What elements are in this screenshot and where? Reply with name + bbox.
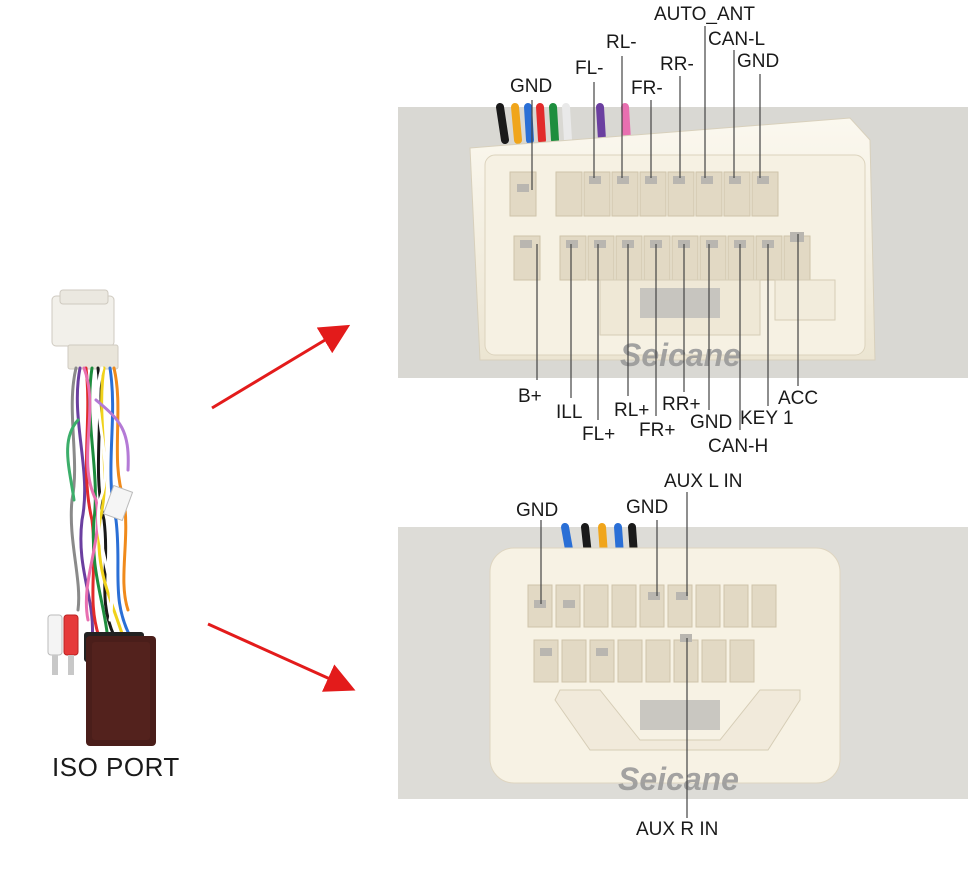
pin-label-top-7: GND bbox=[737, 51, 779, 72]
pin-label-top-5: AUTO_ANT bbox=[654, 4, 755, 25]
pin-label-top-4: RR- bbox=[660, 54, 694, 75]
pin-label-bottom-2: FL+ bbox=[582, 424, 615, 445]
bottom-connector-leader-lines bbox=[540, 492, 688, 818]
pin-label-bottom-5: RR+ bbox=[662, 394, 701, 415]
arrow-to-bottom-connector bbox=[207, 622, 356, 692]
aux-pin-label-top-2: AUX L IN bbox=[664, 471, 743, 492]
bottom-connector-labels: GND GND AUX L IN AUX R IN bbox=[516, 471, 743, 840]
seicane-watermark: Seicane bbox=[618, 761, 739, 797]
iso-port-label: ISO PORT bbox=[52, 752, 180, 782]
20-pin-connector-photo: Seicane bbox=[398, 103, 968, 378]
pin-label-bottom-6: GND bbox=[690, 412, 732, 433]
pin-label-bottom-7: CAN-H bbox=[708, 436, 768, 457]
pin-label-bottom-9: ACC bbox=[778, 388, 818, 409]
pin-label-bottom-8: KEY 1 bbox=[740, 408, 794, 429]
top-connector-leader-lines bbox=[531, 26, 799, 430]
pin-label-top-6: CAN-L bbox=[708, 29, 765, 50]
top-connector-labels: GND FL- RL- FR- RR- AUTO_ANT CAN-L GND B… bbox=[510, 4, 818, 457]
pin-label-bottom-1: ILL bbox=[556, 402, 582, 423]
aux-pin-label-top-0: GND bbox=[516, 500, 558, 521]
pin-label-top-0: GND bbox=[510, 76, 552, 97]
pin-label-top-1: FL- bbox=[575, 58, 604, 79]
arrow-to-top-connector bbox=[211, 324, 351, 410]
pin-label-bottom-3: RL+ bbox=[614, 400, 649, 421]
wire-harness-photo bbox=[47, 289, 156, 746]
pin-label-top-3: FR- bbox=[631, 78, 663, 99]
aux-connector-photo: Seicane bbox=[398, 523, 968, 799]
pin-label-bottom-0: B+ bbox=[518, 386, 542, 407]
pin-label-bottom-4: FR+ bbox=[639, 420, 675, 441]
aux-pin-label-top-1: GND bbox=[626, 497, 668, 518]
pin-label-top-2: RL- bbox=[606, 32, 637, 53]
aux-pin-label-bottom-0: AUX R IN bbox=[636, 819, 718, 840]
seicane-watermark: Seicane bbox=[620, 337, 741, 373]
